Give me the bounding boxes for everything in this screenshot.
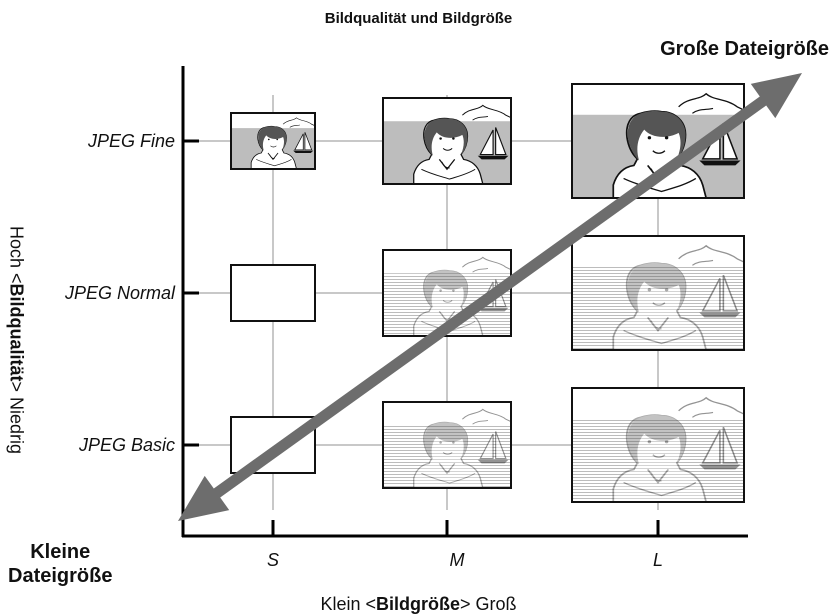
x-tick-label-m: M bbox=[449, 550, 465, 570]
photo-frame bbox=[230, 112, 316, 170]
photo-frame bbox=[382, 401, 512, 489]
thumbnail-jpeg-fine-m bbox=[382, 97, 512, 185]
y-axis-title-keyword: Bildqualität bbox=[6, 283, 27, 382]
thumbnail-jpeg-fine-s bbox=[230, 112, 316, 170]
blank-frame bbox=[230, 264, 316, 322]
y-axis-title-prefix: Hoch < bbox=[6, 225, 27, 284]
photo-frame bbox=[571, 83, 745, 199]
thumbnail-jpeg-basic-l bbox=[571, 387, 745, 503]
x-axis-title: Klein <Bildgröße> Groß bbox=[0, 594, 837, 615]
x-tick-label-l: L bbox=[652, 550, 663, 570]
axes bbox=[181, 66, 748, 538]
large-file-size-label: Große Dateigröße bbox=[660, 38, 829, 60]
photo-frame bbox=[382, 249, 512, 337]
diagram-title: Bildqualität und Bildgröße bbox=[324, 10, 513, 27]
x-axis-title-prefix: Klein < bbox=[320, 594, 377, 614]
thumbnail-jpeg-normal-l bbox=[571, 235, 745, 351]
small-file-size-label: Kleine Dateigröße bbox=[8, 540, 112, 588]
file-size-arrow bbox=[178, 73, 802, 521]
small-file-size-line-2: Dateigröße bbox=[8, 565, 113, 587]
x-axis-title-suffix: > Groß bbox=[460, 594, 517, 614]
small-file-size-line-1: Kleine bbox=[30, 541, 91, 563]
y-tick-label-fine: JPEG Fine bbox=[87, 131, 175, 151]
y-tick-label-basic: JPEG Basic bbox=[78, 435, 175, 455]
y-tick-label-normal: JPEG Normal bbox=[64, 283, 175, 303]
x-axis-title-keyword: Bildgröße bbox=[376, 594, 461, 614]
thumbnail-jpeg-basic-m bbox=[382, 401, 512, 489]
double-arrow-shape bbox=[178, 73, 802, 521]
y-axis-title: Hoch <Bildqualität> Niedrig bbox=[0, 226, 27, 568]
thumbnail-jpeg-normal-s bbox=[230, 264, 316, 322]
photo-frame bbox=[571, 235, 745, 351]
y-axis-title-suffix: > Niedrig bbox=[6, 381, 27, 455]
photo-frame bbox=[571, 387, 745, 503]
x-tick-label-s: S bbox=[266, 550, 279, 570]
photo-frame bbox=[382, 97, 512, 185]
